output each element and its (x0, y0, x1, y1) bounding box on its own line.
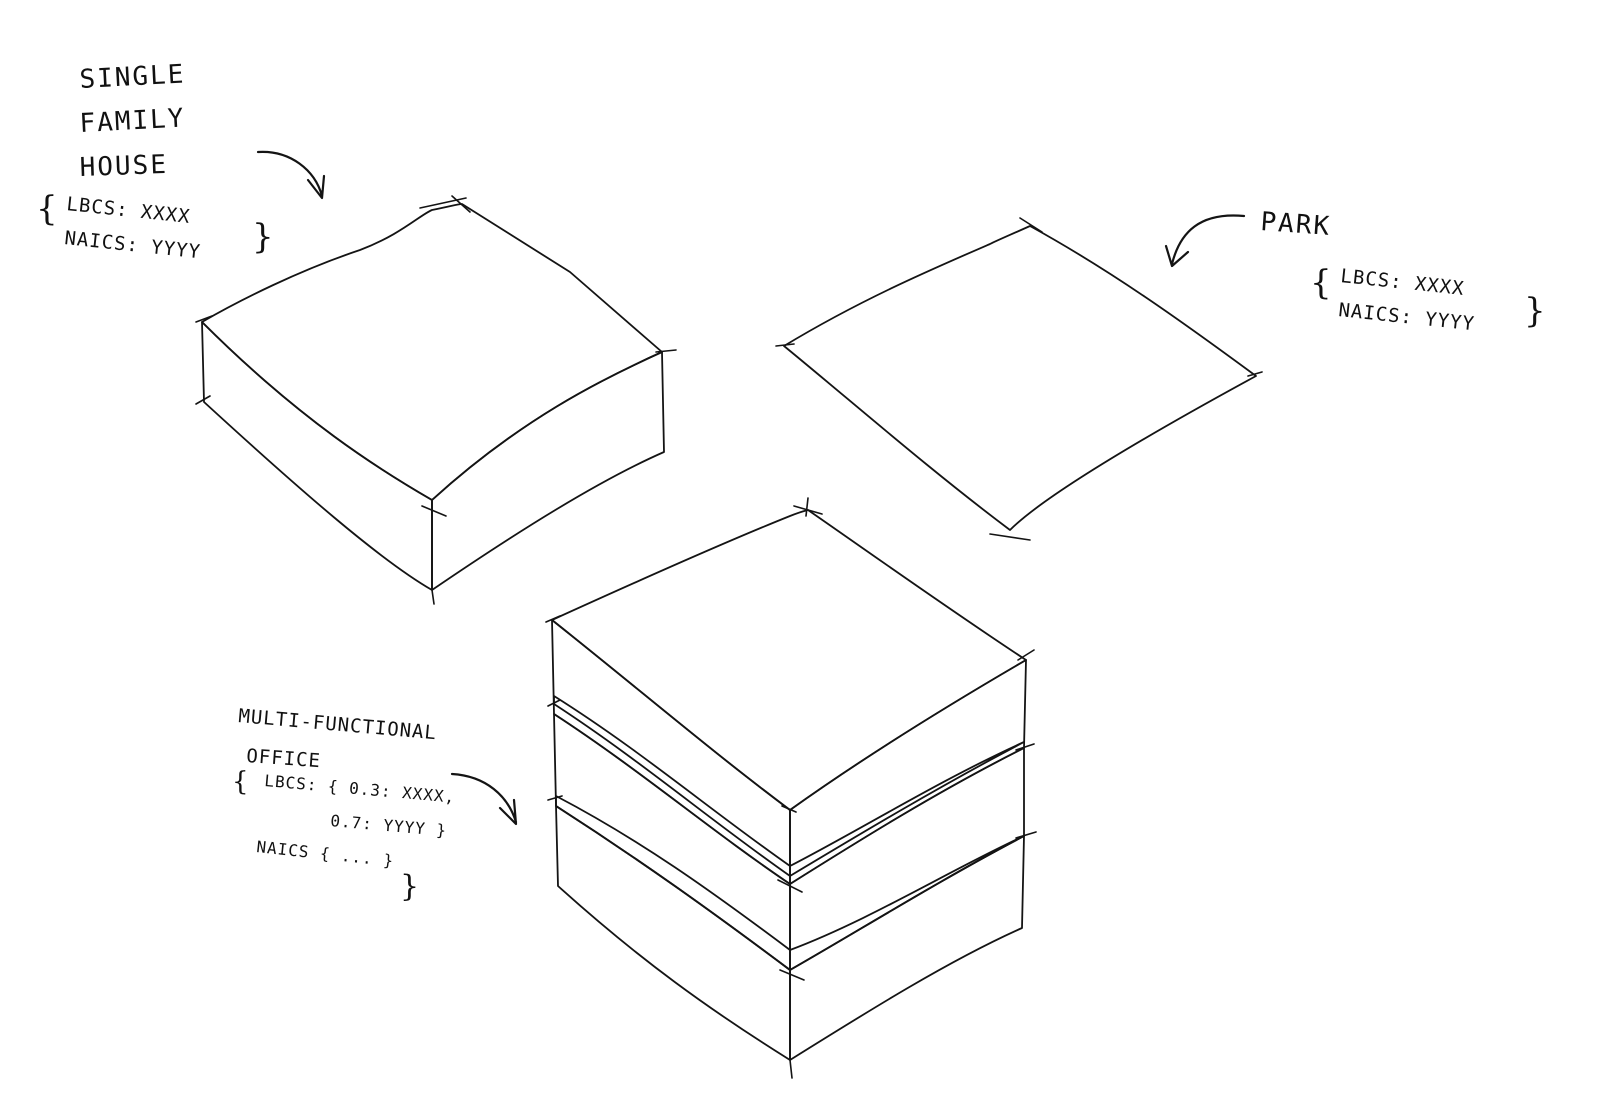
office-arrow-icon (450, 772, 518, 826)
park-arrow-icon (1164, 214, 1246, 268)
park-lbcs: LBCS: XXXX (1339, 265, 1465, 300)
office-lbcs: LBCS: { 0.3: XXXX, (264, 771, 456, 807)
house-brace-open: { (36, 189, 58, 229)
house-left-face (201, 321, 433, 591)
house-title-line-2: FAMILY (79, 103, 186, 139)
office-block (545, 497, 1037, 1079)
park-face (783, 225, 1257, 531)
office-lbcs-2: 0.7: YYYY } (330, 811, 448, 840)
office-blue-lower-right-face (789, 747, 1025, 971)
park-naics: NAICS: YYYY (1337, 299, 1475, 335)
house-naics: NAICS: YYYY (63, 227, 201, 263)
house-brace-close: } (252, 217, 274, 257)
office-blue-upper-right-face (789, 659, 1027, 885)
office-top-face (551, 509, 1027, 811)
house-block (195, 195, 677, 605)
office-title-line-1: MULTI-FUNCTIONAL (238, 705, 438, 744)
house-lbcs: LBCS: XXXX (65, 193, 191, 228)
park-brace-close: } (1524, 291, 1546, 331)
office-brace-open: { (232, 767, 249, 797)
house-title-line-1: SINGLE (79, 59, 186, 95)
office-blue-upper-left-face (551, 619, 791, 885)
house-title-line-3: HOUSE (79, 150, 168, 183)
park-plane (775, 217, 1263, 541)
park-annotation: PARK { LBCS: XXXX NAICS: YYYY } (1164, 207, 1546, 335)
office-brace-close: } (400, 869, 419, 904)
house-arrow-icon (256, 150, 326, 200)
office-annotation: MULTI-FUNCTIONAL OFFICE { LBCS: { 0.3: X… (232, 705, 518, 904)
park-brace-open: { (1310, 263, 1332, 303)
office-naics: NAICS { ... } (256, 837, 395, 870)
house-right-face (431, 351, 665, 591)
office-pink-left-face (555, 805, 791, 1061)
office-pink-right-face (789, 835, 1025, 1061)
park-title: PARK (1260, 207, 1333, 242)
office-blue-lower-left-face (553, 713, 791, 971)
office-title-line-2: OFFICE (246, 745, 322, 772)
house-annotation: SINGLE FAMILY HOUSE { LBCS: XXXX NAICS: … (36, 59, 326, 263)
